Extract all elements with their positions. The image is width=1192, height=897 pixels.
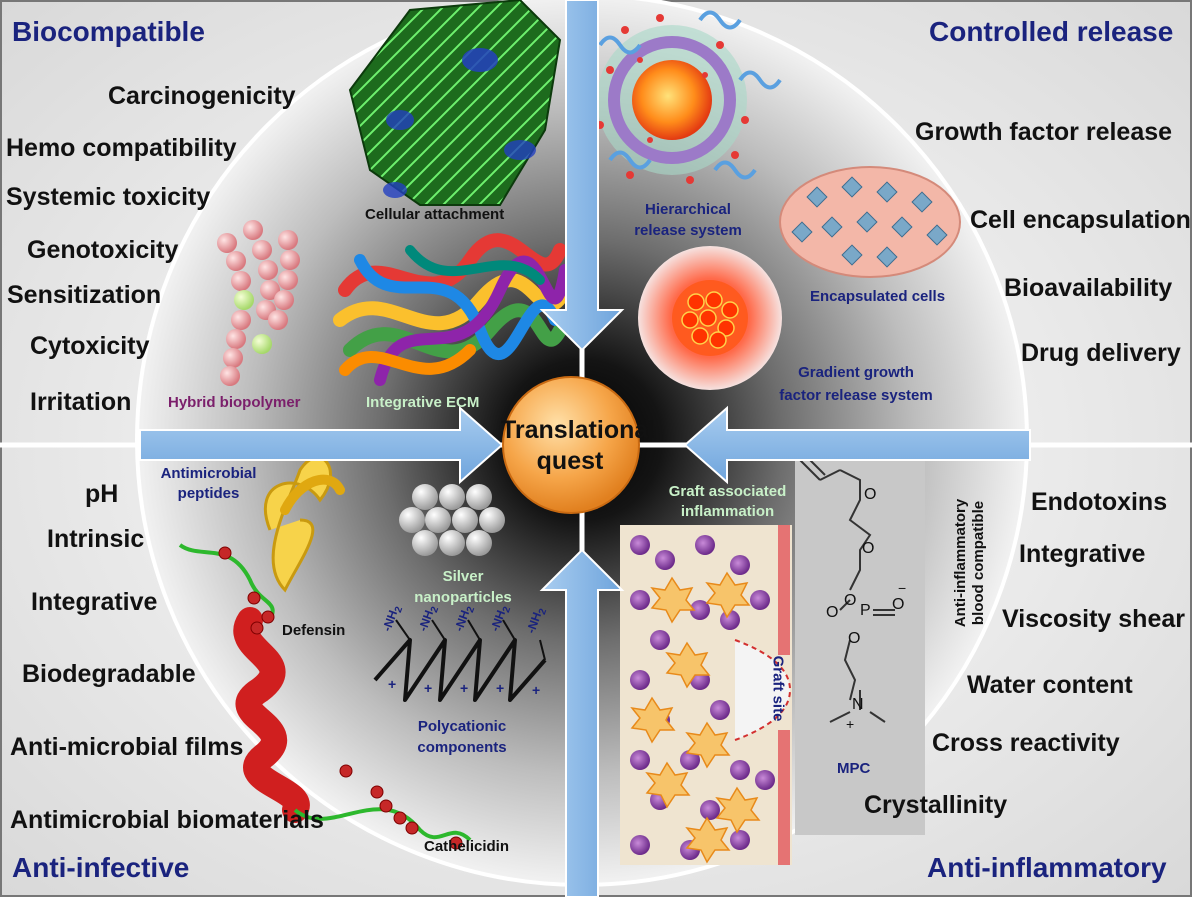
silver-nanoparticles-image bbox=[399, 484, 505, 556]
ainf-prop-water: Water content bbox=[967, 671, 1133, 699]
bio-prop-cytoxicity: Cytoxicity bbox=[30, 332, 150, 360]
defensin-image bbox=[263, 456, 345, 593]
ainf-prop-viscosity: Viscosity shear bbox=[1002, 605, 1185, 633]
mpc-atom: O bbox=[826, 604, 839, 621]
ai-prop-ph: pH bbox=[85, 480, 119, 508]
bio-prop-genotoxicity: Genotoxicity bbox=[27, 236, 179, 264]
label-hierarchical-line2: release system bbox=[634, 222, 742, 239]
cr-prop-growth: Growth factor release bbox=[915, 118, 1173, 146]
label-silver-line1: Silver bbox=[442, 568, 484, 585]
cellular-attachment-image bbox=[348, 0, 562, 206]
label-hierarchical-line1: Hierarchical bbox=[645, 201, 731, 218]
bio-prop-hemo: Hemo compatibility bbox=[6, 134, 237, 162]
integrative-ecm-image bbox=[333, 233, 572, 386]
cathelicidin-image bbox=[178, 543, 472, 850]
label-encapsulated-cells: Encapsulated cells bbox=[810, 288, 946, 305]
bio-prop-irritation: Irritation bbox=[30, 388, 132, 416]
plus-sign: + bbox=[460, 680, 469, 696]
label-graft-site: Graft site bbox=[769, 655, 787, 722]
label-gradient-growth: Gradient growth factor release system bbox=[756, 361, 956, 407]
label-graft-line1: Graft associated bbox=[668, 483, 787, 500]
ai-prop-films: Anti-microbial films bbox=[10, 733, 244, 761]
label-poly-line2: components bbox=[417, 739, 507, 756]
ainf-prop-crystallinity: Crystallinity bbox=[864, 791, 1008, 819]
ai-prop-integrative: Integrative bbox=[31, 588, 158, 616]
label-gradient-line2: factor release system bbox=[779, 387, 933, 404]
mpc-atom: O bbox=[844, 592, 857, 609]
label-amp-line1: Antimicrobial bbox=[160, 465, 257, 482]
mpc-atom: O bbox=[892, 596, 905, 613]
mpc-atom: O bbox=[848, 630, 861, 647]
mpc-atom: O bbox=[862, 540, 875, 557]
label-graft-inflammation: Graft associated inflammation bbox=[650, 482, 805, 522]
mpc-atom: N bbox=[852, 696, 864, 713]
encapsulated-cells-image bbox=[779, 166, 961, 278]
center-title-line1: Translational bbox=[501, 416, 656, 444]
ainf-prop-cross: Cross reactivity bbox=[932, 729, 1120, 757]
label-silver-nanoparticles: Silver nanoparticles bbox=[398, 566, 528, 608]
label-hybrid-biopolymer: Hybrid biopolymer bbox=[168, 394, 301, 411]
mpc-atom: O bbox=[864, 486, 877, 503]
label-defensin: Defensin bbox=[282, 622, 346, 639]
ai-prop-intrinsic: Intrinsic bbox=[47, 525, 145, 553]
label-hierarchical-release: Hierarchical release system bbox=[633, 199, 743, 241]
bio-prop-carcinogenicity: Carcinogenicity bbox=[108, 82, 296, 110]
arrow-top bbox=[539, 0, 625, 352]
graft-inflammation-image bbox=[620, 525, 792, 865]
label-polycationic: Polycationic components bbox=[397, 716, 527, 758]
label-vert-line2: blood compatible bbox=[970, 500, 987, 626]
arrow-right bbox=[683, 405, 1031, 485]
hierarchical-release-image bbox=[596, 10, 782, 184]
label-antimicrobial-peptides: Antimicrobial peptides bbox=[151, 464, 266, 504]
plus-sign: + bbox=[532, 682, 541, 698]
cr-prop-cell-encap: Cell encapsulation bbox=[970, 206, 1191, 234]
ai-prop-biomaterials: Antimicrobial biomaterials bbox=[10, 806, 324, 834]
label-cellular-attachment: Cellular attachment bbox=[365, 206, 505, 223]
center-title: Translational quest bbox=[501, 415, 655, 477]
title-biocompatible: Biocompatible bbox=[12, 16, 205, 47]
ainf-prop-integrative: Integrative bbox=[1019, 540, 1146, 568]
polycationic-chain-image bbox=[373, 619, 547, 702]
label-cathelicidin: Cathelicidin bbox=[424, 838, 510, 855]
plus-sign: + bbox=[496, 680, 505, 696]
label-mpc: MPC bbox=[837, 760, 871, 777]
label-poly-line1: Polycationic bbox=[417, 718, 507, 735]
hybrid-biopolymer-image bbox=[217, 220, 300, 386]
mpc-charge: + bbox=[846, 716, 855, 732]
arrow-left bbox=[139, 405, 504, 485]
cr-prop-bioavailability: Bioavailability bbox=[1004, 274, 1173, 302]
mpc-atom: P bbox=[860, 602, 871, 619]
plus-sign: + bbox=[424, 680, 433, 696]
label-anti-inflammatory-vertical: Anti-inflammatory blood compatible bbox=[952, 473, 988, 653]
label-integrative-ecm: Integrative ECM bbox=[366, 394, 480, 411]
label-silver-line2: nanoparticles bbox=[414, 589, 512, 606]
bio-prop-sensitization: Sensitization bbox=[7, 281, 162, 309]
center-circle bbox=[502, 376, 640, 514]
center-title-line2: quest bbox=[536, 447, 604, 475]
ainf-prop-endotoxins: Endotoxins bbox=[1031, 488, 1168, 516]
arrow-bottom bbox=[539, 548, 625, 897]
label-graft-line2: inflammation bbox=[680, 503, 775, 520]
mpc-charge: − bbox=[898, 580, 907, 596]
plus-sign: + bbox=[388, 676, 397, 692]
label-vert-line1: Anti-inflammatory bbox=[952, 498, 969, 628]
bio-prop-systemic: Systemic toxicity bbox=[6, 183, 211, 211]
mpc-structure-image bbox=[795, 454, 925, 835]
ai-prop-biodegradable: Biodegradable bbox=[22, 660, 196, 688]
cr-prop-drug-delivery: Drug delivery bbox=[1021, 339, 1181, 367]
label-amp-line2: peptides bbox=[177, 485, 240, 502]
title-anti-infective: Anti-infective bbox=[12, 852, 190, 883]
title-controlled-release: Controlled release bbox=[929, 16, 1174, 47]
title-anti-inflammatory: Anti-inflammatory bbox=[927, 852, 1167, 883]
label-gradient-line1: Gradient growth bbox=[798, 364, 914, 381]
gradient-growth-factor-image bbox=[638, 246, 782, 390]
